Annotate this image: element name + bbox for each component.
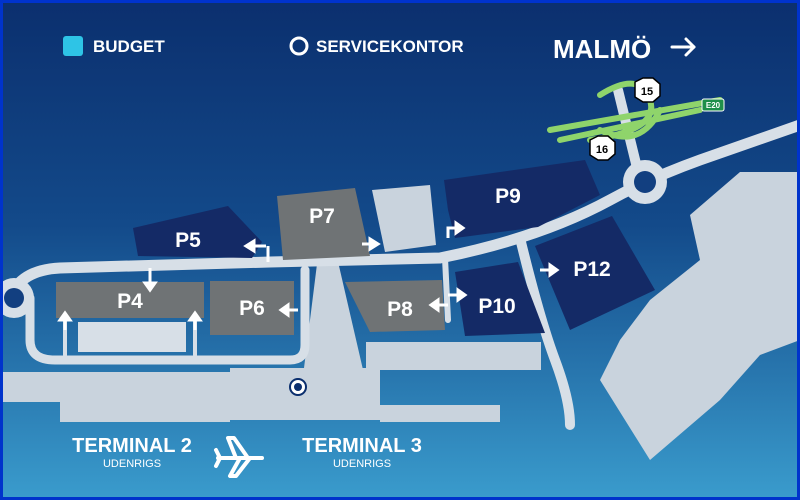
entry-arrows (57, 220, 560, 330)
p4-inner-building (78, 322, 186, 352)
lot-p4[interactable]: P4 (56, 282, 204, 318)
destination-malmo: MALMÖ (553, 34, 696, 64)
svg-text:P6: P6 (239, 297, 265, 320)
svg-text:15: 15 (641, 86, 653, 98)
svg-text:P10: P10 (478, 295, 515, 318)
legend: BUDGET SERVICEKONTOR (63, 36, 464, 56)
roundabout-right (623, 160, 667, 204)
svg-text:P12: P12 (573, 258, 610, 281)
svg-text:TERMINAL 3: TERMINAL 3 (302, 435, 422, 457)
svg-text:P7: P7 (309, 205, 335, 228)
route-16-sign: 16 (589, 135, 616, 161)
terminal-pier (300, 240, 370, 400)
svg-text:P4: P4 (117, 290, 143, 313)
svg-text:E20: E20 (706, 101, 721, 110)
lot-p6[interactable]: P6 (210, 281, 294, 335)
servicekontor-marker[interactable] (289, 378, 307, 396)
lot-p9[interactable]: P9 (444, 160, 600, 238)
svg-text:UDENRIGS: UDENRIGS (103, 458, 161, 470)
svg-text:P8: P8 (387, 298, 413, 321)
svg-text:P9: P9 (495, 185, 521, 208)
legend-servicekontor-label: SERVICEKONTOR (316, 37, 464, 56)
servicekontor-icon (289, 36, 309, 56)
route-e20-sign: E20 (701, 98, 725, 112)
lot-p5[interactable]: P5 (133, 206, 262, 258)
arrow-right-icon (670, 37, 696, 57)
airplane-icon (214, 436, 264, 478)
legend-budget-label: BUDGET (93, 37, 165, 56)
lot-p7[interactable]: P7 (277, 188, 370, 260)
svg-text:MALMÖ: MALMÖ (553, 34, 651, 64)
terminal-3-label: TERMINAL 3 UDENRIGS (302, 435, 422, 470)
svg-text:TERMINAL 2: TERMINAL 2 (72, 435, 192, 457)
lot-p8[interactable]: P8 (345, 280, 445, 332)
svg-text:UDENRIGS: UDENRIGS (333, 458, 391, 470)
lot-p10[interactable]: P10 (455, 262, 545, 336)
building-lower (366, 342, 541, 370)
route-15-sign: 15 (634, 77, 661, 103)
terminal-2-label: TERMINAL 2 UDENRIGS (72, 435, 192, 470)
building-center (372, 185, 436, 252)
budget-swatch (63, 36, 83, 56)
lot-p12[interactable]: P12 (535, 216, 655, 330)
svg-text:P5: P5 (175, 229, 201, 252)
roundabout-left (0, 278, 34, 318)
svg-text:16: 16 (596, 144, 608, 156)
right-building (600, 172, 800, 460)
